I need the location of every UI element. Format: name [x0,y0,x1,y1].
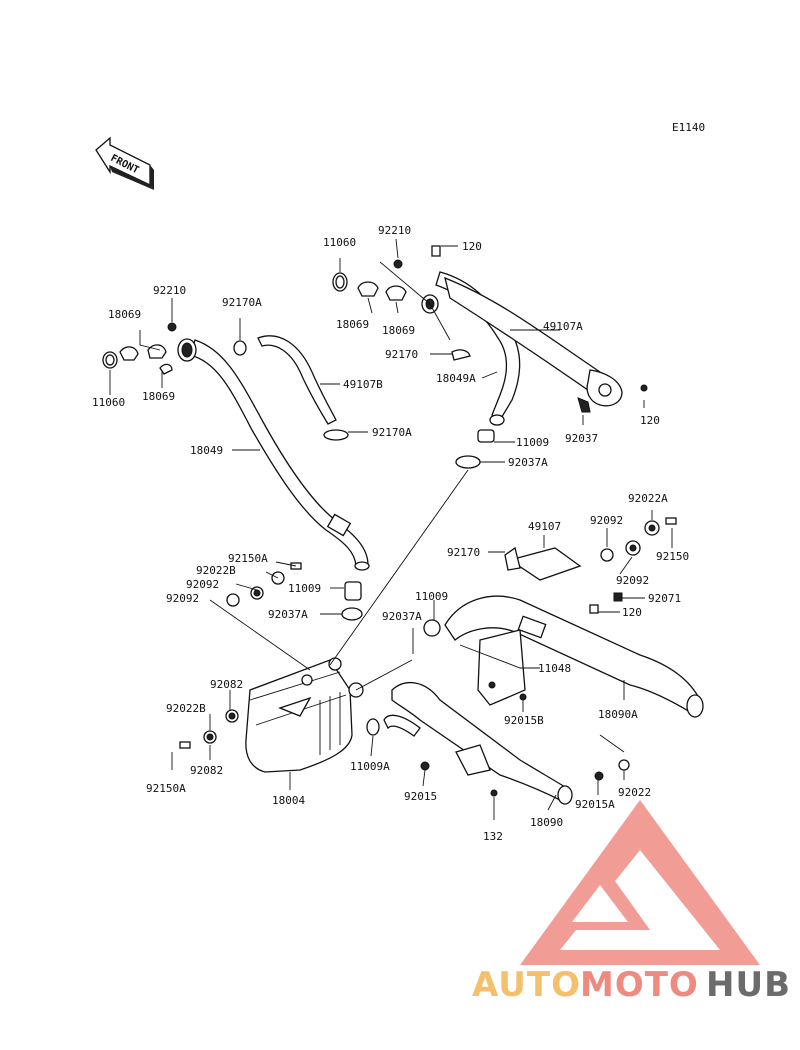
label-11009-mid: 11009 [516,436,549,449]
label-18090A: 18090A [598,708,638,721]
front-arrow-icon: FRONT [95,136,154,190]
part-labels: 11060 92210 120 18069 18069 49107A 92170… [92,224,689,843]
label-92022B-top: 92022B [196,564,236,577]
header-pipe-18049A [435,271,623,426]
label-11009-left: 11009 [288,582,321,595]
label-49107: 49107 [528,520,561,533]
label-18004: 18004 [272,794,305,807]
label-18049: 18049 [190,444,223,457]
muffler-18090 [366,681,630,805]
label-92082-top: 92082 [210,678,243,691]
label-92015: 92015 [404,790,437,803]
label-18090: 18090 [530,816,563,829]
label-18069-left1: 18069 [108,308,141,321]
label-92022A: 92022A [628,492,668,505]
label-92037A-mid: 92037A [508,456,548,469]
watermark-hub: HUB [706,965,791,1005]
label-92150-right: 92150 [656,550,689,563]
label-92210-left: 92210 [153,284,186,297]
label-11060-left: 11060 [92,396,125,409]
watermark-logo [520,800,760,965]
label-92082-low: 92082 [190,764,223,777]
label-18069-left2: 18069 [142,390,175,403]
label-92170-right: 92170 [447,546,480,559]
label-92170A-low: 92170A [372,426,412,439]
label-92092-l1: 92092 [186,578,219,591]
label-11048: 11048 [538,662,571,675]
label-92015B: 92015B [504,714,544,727]
label-92037A-left: 92037A [268,608,308,621]
label-11009A: 11009A [350,760,390,773]
watermark-moto: MOTO [580,965,699,1005]
label-92170-mid: 92170 [385,348,418,361]
label-92092-r1: 92092 [590,514,623,527]
label-92037: 92037 [565,432,598,445]
label-92022B-low: 92022B [166,702,206,715]
label-132: 132 [483,830,503,843]
label-92092-r2: 92092 [616,574,649,587]
header-pipe-18049 [177,338,370,571]
leader-lines [109,238,673,820]
label-92015A: 92015A [575,798,615,811]
label-92022: 92022 [618,786,651,799]
label-92037A-right: 92037A [382,610,422,623]
collector-18004 [179,562,364,773]
label-11060-top: 11060 [323,236,356,249]
label-120-right: 120 [640,414,660,427]
label-92071: 92071 [648,592,681,605]
watermark-auto: AUTO [472,965,581,1005]
label-92170A-top: 92170A [222,296,262,309]
label-49107B: 49107B [343,378,383,391]
label-18069-mid2: 18069 [382,324,415,337]
label-92150A-low: 92150A [146,782,186,795]
watermark-wordmark: AUTO MOTO HUB [472,965,791,1005]
label-11009-right: 11009 [415,590,448,603]
label-92092-l2: 92092 [166,592,199,605]
label-49107A: 49107A [543,320,583,333]
label-18069-mid1: 18069 [336,318,369,331]
label-92150A-top: 92150A [228,552,268,565]
label-92210-top: 92210 [378,224,411,237]
diagram-ref-code: E1140 [672,121,705,134]
label-120-top: 120 [462,240,482,253]
label-18049A: 18049A [436,372,476,385]
muffler-18090A [423,517,704,718]
heat-cover-49107B [257,335,337,425]
label-120-low: 120 [622,606,642,619]
